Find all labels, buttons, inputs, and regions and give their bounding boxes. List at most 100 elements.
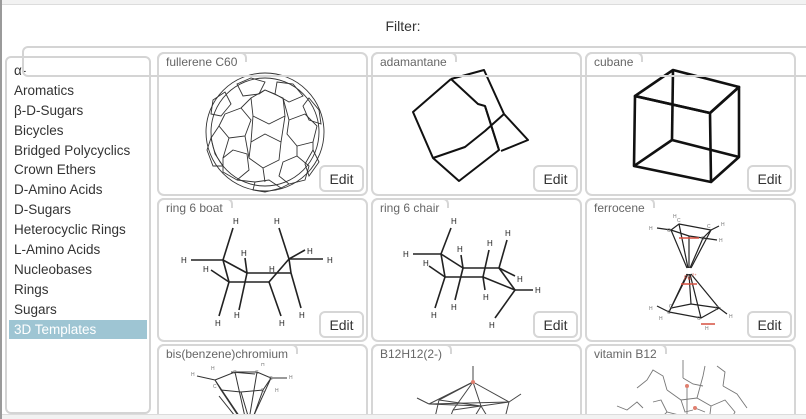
svg-text:C: C <box>715 306 719 312</box>
edit-ring-6-chair-button[interactable]: Edit <box>533 311 578 338</box>
template-category-list[interactable]: α- Aromatics β-D-Sugars Bicycles Bridged… <box>5 56 151 414</box>
svg-text:H: H <box>489 321 495 330</box>
svg-text:H: H <box>403 250 409 259</box>
svg-text:Fe: Fe <box>684 276 692 282</box>
svg-text:C: C <box>233 370 237 376</box>
svg-text:H: H <box>327 256 333 265</box>
svg-text:C: C <box>667 310 671 316</box>
category-item-beta-d-sugars[interactable]: β-D-Sugars <box>14 102 84 118</box>
svg-text:H: H <box>233 217 239 226</box>
edit-ring-6-boat-button[interactable]: Edit <box>319 311 364 338</box>
svg-text:H: H <box>307 247 313 256</box>
svg-text:H: H <box>275 388 279 394</box>
svg-text:C: C <box>255 370 259 376</box>
svg-text:H: H <box>431 311 437 320</box>
svg-text:2+: 2+ <box>692 272 697 277</box>
tile-caption: fullerene C60 <box>157 52 248 71</box>
edit-adamantane-button[interactable]: Edit <box>533 165 578 192</box>
svg-text:H: H <box>191 372 195 378</box>
category-item-rings[interactable]: Rings <box>14 281 49 297</box>
svg-text:H: H <box>505 229 511 238</box>
svg-text:H: H <box>705 326 709 332</box>
template-tile-b12h12[interactable]: B12H12(2-) <box>371 344 582 414</box>
svg-text:H: H <box>279 319 285 328</box>
svg-text:H: H <box>289 375 293 381</box>
template-tile-vitamin-b12[interactable]: vitamin B12 <box>585 344 796 414</box>
tile-caption: ring 6 chair <box>371 198 450 217</box>
svg-text:H: H <box>719 238 723 244</box>
svg-text:H: H <box>487 239 493 248</box>
ferrocene-structure-image: Fe 2+ H H H H H H H H C C C C C C C C <box>649 214 733 332</box>
template-tile-ring-6-boat[interactable]: H H H H H H H H H H H H ring 6 boat Edit <box>157 198 368 342</box>
svg-text:H: H <box>423 259 429 268</box>
svg-text:H: H <box>457 245 463 254</box>
category-item-crown-ethers[interactable]: Crown Ethers <box>14 162 96 178</box>
category-item-heterocyclic-rings[interactable]: Heterocyclic Rings <box>14 222 126 238</box>
svg-text:H: H <box>483 293 489 302</box>
template-tile-ring-6-chair[interactable]: H H H H H H H H H H H H ring 6 chair Edi… <box>371 198 582 342</box>
fullerene-structure-image <box>205 72 325 193</box>
ring-6-boat-structure-image: H H H H H H H H H H H H <box>181 217 333 328</box>
edit-cubane-button[interactable]: Edit <box>747 165 792 192</box>
category-item-nucleobases[interactable]: Nucleobases <box>14 261 93 277</box>
top-toolbar-strip <box>2 0 806 5</box>
b12h12-structure-image <box>416 366 522 414</box>
svg-text:H: H <box>451 303 457 312</box>
svg-text:H: H <box>535 286 541 295</box>
category-item-aromatics[interactable]: Aromatics <box>14 82 75 98</box>
svg-text:H: H <box>203 265 209 274</box>
svg-text:C: C <box>697 316 701 322</box>
svg-text:H: H <box>261 362 265 368</box>
svg-text:H: H <box>234 311 240 320</box>
svg-text:H: H <box>673 214 677 220</box>
category-item-3d-templates[interactable]: 3D Templates <box>9 319 147 340</box>
tile-caption: vitamin B12 <box>585 344 667 363</box>
svg-text:H: H <box>649 226 653 232</box>
tile-caption: adamantane <box>371 52 457 71</box>
svg-text:C: C <box>677 218 681 224</box>
cubane-structure-image <box>632 68 741 184</box>
filter-label: Filter: <box>385 18 421 34</box>
edit-ferrocene-button[interactable]: Edit <box>747 311 792 338</box>
svg-text:H: H <box>274 217 280 226</box>
svg-text:C: C <box>261 388 265 394</box>
svg-text:H: H <box>215 319 221 328</box>
template-tile-bis-benzene-chromium[interactable]: H H H H C C C C C H bis(benzene)chromium <box>157 344 368 414</box>
edit-fullerene-button[interactable]: Edit <box>319 165 364 192</box>
svg-text:C: C <box>667 228 671 234</box>
svg-text:H: H <box>181 256 187 265</box>
category-item-l-amino-acids[interactable]: L-Amino Acids <box>14 242 101 258</box>
category-item-d-sugars[interactable]: D-Sugars <box>14 202 72 218</box>
svg-text:H: H <box>211 366 215 372</box>
svg-text:C: C <box>269 376 273 382</box>
svg-text:H: H <box>451 217 457 226</box>
svg-text:H: H <box>269 265 275 274</box>
bis-benzene-chromium-structure-image: H H H H C C C C C H <box>191 362 293 414</box>
category-item-sugars[interactable]: Sugars <box>14 301 57 317</box>
svg-text:H: H <box>299 311 305 320</box>
window-border <box>0 0 2 419</box>
svg-text:H: H <box>659 316 663 322</box>
svg-text:C: C <box>669 304 673 310</box>
svg-text:C: C <box>701 236 705 242</box>
svg-text:H: H <box>517 275 523 284</box>
tile-caption: B12H12(2-) <box>371 344 453 363</box>
svg-text:H: H <box>729 314 733 320</box>
category-item-bicycles[interactable]: Bicycles <box>14 122 64 138</box>
svg-text:H: H <box>241 249 247 258</box>
svg-text:H: H <box>721 222 725 228</box>
tile-caption: ferrocene <box>585 198 655 217</box>
vitamin-b12-structure-image <box>616 360 748 414</box>
category-item-bridged-polycyclics[interactable]: Bridged Polycyclics <box>14 142 131 158</box>
ring-6-chair-structure-image: H H H H H H H H H H H H <box>403 217 541 330</box>
svg-text:C: C <box>213 384 217 390</box>
svg-text:H: H <box>649 306 653 312</box>
template-tile-ferrocene[interactable]: Fe 2+ H H H H H H H H C C C C C C C C fe… <box>585 198 796 342</box>
bottom-dialog-edge <box>2 414 806 419</box>
template-grid: fullerene C60 Edit adamantane Edit <box>157 50 806 414</box>
tile-caption: bis(benzene)chromium <box>157 344 299 363</box>
category-item-d-amino-acids[interactable]: D-Amino Acids <box>14 182 103 198</box>
tile-caption: ring 6 boat <box>157 198 233 217</box>
svg-text:C: C <box>707 224 711 230</box>
tile-caption: cubane <box>585 52 644 71</box>
